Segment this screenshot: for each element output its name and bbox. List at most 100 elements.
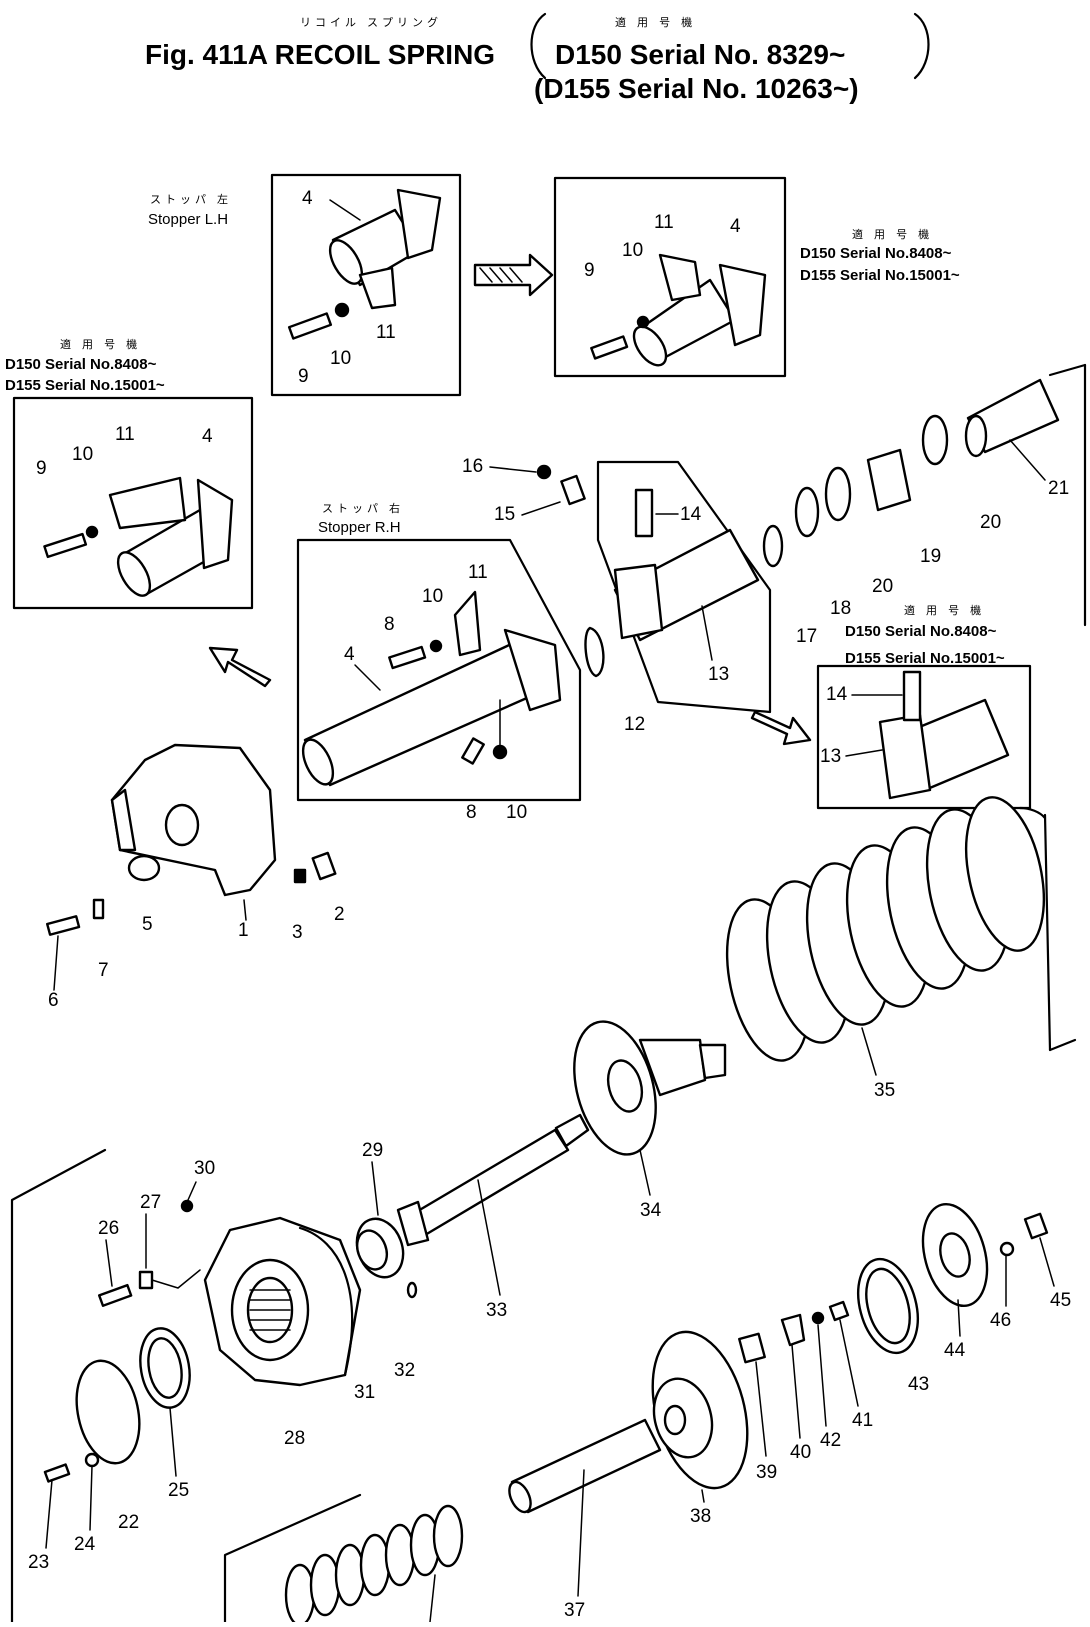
lower-spring <box>284 1504 464 1627</box>
mr-14-valve <box>902 670 922 722</box>
serial-d155: (D155 Serial No. 10263~) <box>534 73 859 104</box>
callout-7: 7 <box>98 960 109 981</box>
callout-12: 12 <box>624 714 645 735</box>
svg-text:D150 Serial No.8408~: D150 Serial No.8408~ <box>845 623 997 640</box>
part-12-ring <box>584 626 605 678</box>
callout-23: 23 <box>28 1552 49 1573</box>
tr-bolt <box>590 335 629 360</box>
callout-2: 2 <box>334 904 345 925</box>
cylinder-13-group: 16 15 14 13 12 <box>462 456 772 735</box>
callout-38: 38 <box>690 1506 711 1527</box>
callout-l-10: 10 <box>72 444 93 465</box>
part-31-gasket <box>298 1226 354 1377</box>
tr-flange <box>718 263 767 347</box>
seals-group: 17 18 20 19 20 21 <box>762 363 1087 647</box>
stopper-lh-box <box>270 173 462 397</box>
callout-l-4: 4 <box>202 426 213 447</box>
stopper-lh-label: Stopper L.H <box>148 211 228 228</box>
part-42-washer <box>811 1311 825 1325</box>
callout-13: 13 <box>708 664 729 685</box>
callout-46: 46 <box>990 1310 1011 1331</box>
stopper-lh-bolt <box>287 312 333 340</box>
main-spring-group: 35 <box>725 796 1077 1101</box>
part-24-washer <box>84 1452 100 1468</box>
cylinder-13-box <box>596 460 772 714</box>
callout-21: 21 <box>1048 478 1069 499</box>
part-26-bolt <box>97 1283 133 1307</box>
callout-17: 17 <box>796 626 817 647</box>
callout-44: 44 <box>944 1340 966 1361</box>
mid-right-variant-group: 14 13 <box>816 664 1032 810</box>
callout-35: 35 <box>874 1080 895 1101</box>
callout-45: 45 <box>1050 1290 1071 1311</box>
callout-34: 34 <box>640 1200 662 1221</box>
callout-lh-9: 9 <box>298 366 309 387</box>
part-7-pin <box>92 898 105 920</box>
arrow-up-left <box>208 646 272 688</box>
callout-41: 41 <box>852 1410 873 1431</box>
callout-31: 31 <box>354 1382 375 1403</box>
part-33-rod <box>404 1128 570 1240</box>
callout-3: 3 <box>292 922 303 943</box>
part-5-plate <box>127 854 161 882</box>
rh-long-tube <box>303 638 547 787</box>
top-right-variant-box <box>553 176 787 378</box>
figure-title: Fig. 411A RECOIL SPRING <box>145 39 495 70</box>
rod-group: 33 <box>396 1113 590 1321</box>
part-16-ball <box>536 464 552 480</box>
lower-assembly-group: 30 27 26 29 32 31 28 25 22 23 24 <box>10 1140 464 1627</box>
svg-text:D155 Serial No.15001~: D155 Serial No.15001~ <box>845 650 1005 667</box>
title-jp: リコイル スプリング <box>300 15 442 29</box>
callout-mr-14: 14 <box>826 684 848 705</box>
left-variant-box <box>12 396 254 610</box>
callout-40: 40 <box>790 1442 811 1463</box>
part-40-lock <box>780 1313 806 1347</box>
callout-37: 37 <box>564 1600 585 1621</box>
callout-15: 15 <box>494 504 515 525</box>
callout-24: 24 <box>74 1534 96 1555</box>
rh-bolt <box>388 645 427 670</box>
callout-rh-4: 4 <box>344 644 355 665</box>
tr-stopper <box>658 253 702 302</box>
stopper-rh-group: ストッパ 右 Stopper R.H 8 10 11 4 8 10 <box>296 501 582 823</box>
callout-mr-13: 13 <box>820 746 841 767</box>
callout-l-9: 9 <box>36 458 47 479</box>
mr-13-flange <box>878 713 932 800</box>
part-45-bolt <box>1023 1212 1049 1240</box>
callout-lh-4: 4 <box>302 188 313 209</box>
callout-tr-10: 10 <box>622 240 643 261</box>
svg-text:D150 Serial No.8408~: D150 Serial No.8408~ <box>5 356 157 373</box>
part-37-pin <box>510 1418 662 1514</box>
part-22-plate <box>75 1359 141 1465</box>
callout-18: 18 <box>830 598 851 619</box>
callout-26: 26 <box>98 1218 119 1239</box>
note-top-right: 適 用 号 機 D150 Serial No.8408~ D155 Serial… <box>800 227 960 284</box>
svg-text:D150 Serial No.8408~: D150 Serial No.8408~ <box>800 245 952 262</box>
part-32-oring <box>406 1281 418 1299</box>
arrow-down-right <box>750 710 812 746</box>
spring-seat-group: 34 <box>573 1020 727 1221</box>
rh-stopper <box>453 590 482 657</box>
rh-flange <box>503 628 562 712</box>
part-2-bolt <box>311 851 337 881</box>
callout-5: 5 <box>142 914 153 935</box>
part-46-washer <box>999 1241 1015 1257</box>
mid-right-variant-box <box>816 664 1032 810</box>
part-41-bolt <box>828 1300 850 1322</box>
part-30-plug <box>180 1199 194 1213</box>
callout-20a: 20 <box>872 576 893 597</box>
callout-42: 42 <box>820 1430 841 1451</box>
callout-16: 16 <box>462 456 483 477</box>
part-39-nut <box>738 1332 766 1364</box>
stopper-rh-label: Stopper R.H <box>318 519 401 536</box>
left-variant-group: 9 10 11 4 <box>12 396 254 610</box>
stopper-lh-flange <box>396 188 442 260</box>
callout-6: 6 <box>48 990 59 1011</box>
callout-39: 39 <box>756 1462 777 1483</box>
top-right-variant-group: 9 10 11 4 <box>553 176 787 378</box>
callout-tr-4: 4 <box>730 216 741 237</box>
svg-text:適 用 号 機: 適 用 号 機 <box>852 227 933 241</box>
part-20-ring-a <box>824 466 852 522</box>
